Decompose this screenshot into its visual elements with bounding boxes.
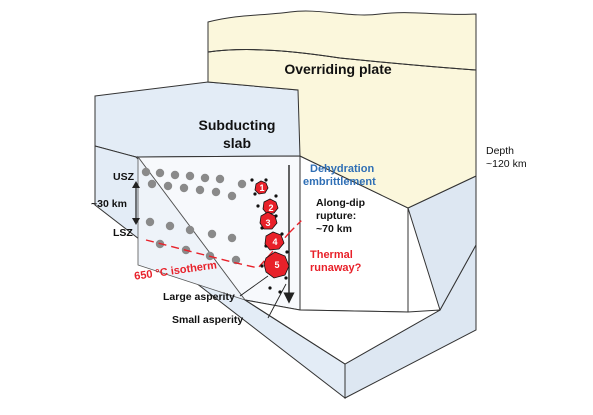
asperity-4 (264, 231, 285, 251)
along-dip-label-1: Along-dip (316, 197, 365, 209)
asperity-3 (259, 211, 278, 230)
along-dip-label-2: rupture: (316, 210, 356, 222)
small-asperity-leader (267, 283, 287, 319)
small-asperity-label: Small asperity (172, 314, 243, 326)
asperity-1 (254, 180, 269, 195)
large-asperity-leader (239, 275, 269, 297)
thickness-arrow-head-up (132, 181, 140, 188)
large-asperity-label: Large asperity (163, 291, 235, 303)
thermal-runaway-label-1: Thermal (310, 249, 353, 261)
asperity-5 (263, 251, 290, 279)
asperity-numbers: 1 2 3 4 5 (259, 183, 279, 270)
asperities (254, 180, 290, 279)
thermal-runaway-label-2: runaway? (310, 262, 362, 274)
isotherm-line (145, 231, 291, 269)
subducting-label: Subducting (199, 117, 276, 133)
thickness-arrow-head-down (132, 218, 140, 225)
slab-label: slab (223, 135, 251, 151)
cutaway-edge (244, 299, 346, 365)
asperity-2 (262, 198, 279, 215)
asperity-number-2: 2 (268, 203, 273, 213)
usz-label: USZ (113, 171, 135, 183)
along-dip-label-3: ~70 km (316, 223, 352, 235)
asperity-number-1: 1 (259, 183, 264, 193)
depth-value: ~120 km (486, 158, 527, 170)
dehydration-label-2: embrittlement (303, 176, 376, 188)
usz-dots (141, 167, 247, 201)
lsz-dots (145, 217, 241, 265)
overriding-plate-surface-line (207, 49, 477, 71)
asperity-number-4: 4 (272, 237, 277, 247)
thermal-runaway-line (289, 219, 303, 233)
asperity-number-5: 5 (274, 260, 279, 270)
depth-label: Depth (486, 145, 514, 157)
dehydration-label-1: Dehydration (310, 163, 374, 175)
lsz-label: LSZ (113, 227, 133, 239)
overriding-plate-label: Overriding plate (284, 61, 392, 77)
thickness-label: ~30 km (91, 198, 127, 210)
asperity-number-3: 3 (265, 218, 270, 228)
